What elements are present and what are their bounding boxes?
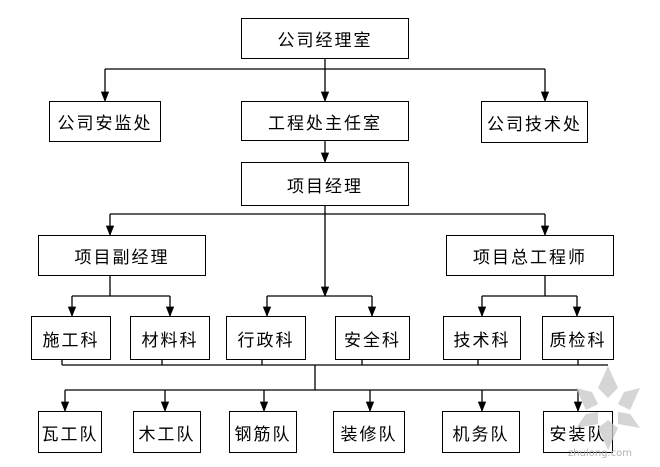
node-company-tech-office: 公司技术处 bbox=[481, 101, 588, 143]
node-team-carpentry: 木工队 bbox=[133, 411, 201, 453]
node-company-manager-office: 公司经理室 bbox=[241, 18, 409, 59]
node-dept-safety: 安全科 bbox=[335, 316, 410, 360]
node-team-finishing: 装修队 bbox=[333, 411, 405, 453]
node-team-machinery: 机务队 bbox=[442, 411, 520, 453]
watermark-text: zhulong.com bbox=[568, 448, 633, 459]
node-team-installation: 安装队 bbox=[543, 411, 613, 453]
node-deputy-project-manager: 项目副经理 bbox=[38, 235, 206, 276]
node-team-masonry: 瓦工队 bbox=[38, 411, 102, 453]
node-company-safety-office: 公司安监处 bbox=[49, 101, 161, 142]
node-dept-administration: 行政科 bbox=[226, 316, 306, 360]
node-chief-engineer: 项目总工程师 bbox=[446, 235, 614, 276]
node-dept-technology: 技术科 bbox=[443, 316, 521, 360]
node-dept-materials: 材料科 bbox=[130, 316, 210, 360]
node-project-manager: 项目经理 bbox=[241, 162, 409, 206]
node-dept-construction: 施工科 bbox=[31, 316, 111, 360]
node-dept-quality: 质检科 bbox=[542, 316, 614, 360]
node-engineering-director-office: 工程处主任室 bbox=[241, 101, 409, 141]
node-team-rebar: 钢筋队 bbox=[229, 411, 297, 453]
